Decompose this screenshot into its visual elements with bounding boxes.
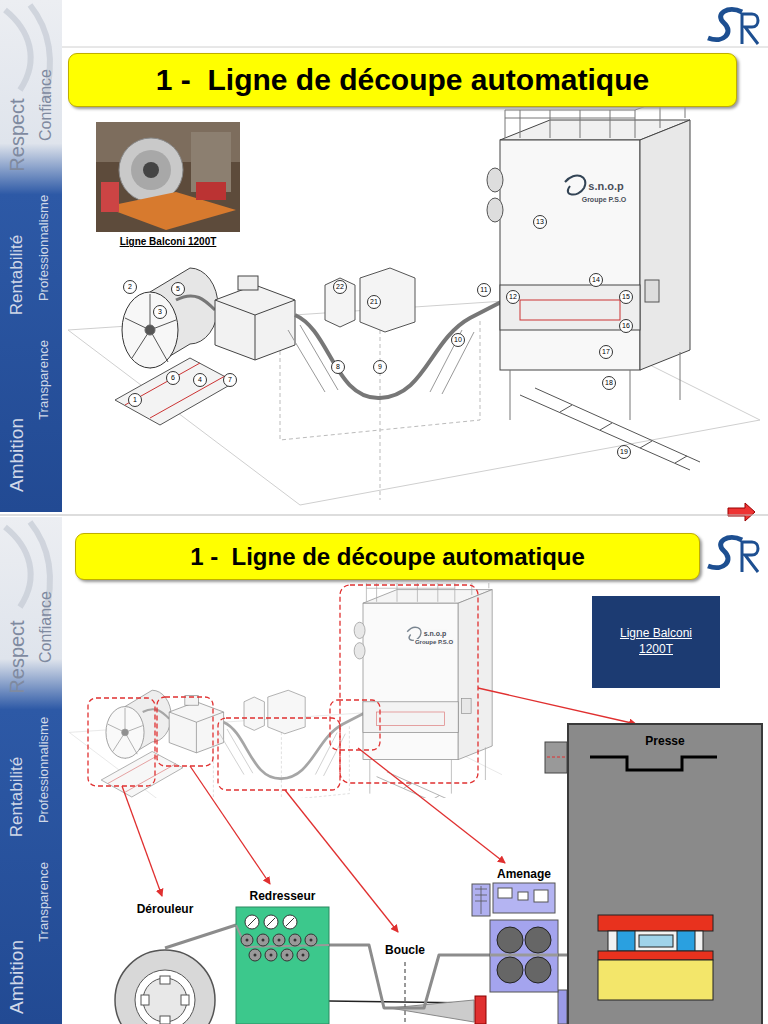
photo-frame: Ligne Balconi 1200T [96,122,240,232]
photo-caption: Ligne Balconi 1200T [120,236,217,247]
callout-number: 16 [619,319,633,333]
callout-number: 12 [506,290,520,304]
value-word: Respect [6,620,29,693]
callout-number: 2 [123,280,137,294]
callout-number: 22 [333,280,347,294]
value-word: Confiance [37,69,55,141]
straightener-label: Redresseur [249,889,315,903]
value-word: Respect [6,98,29,171]
value-word: Ambition [6,418,28,492]
value-word: Professionnalisme [36,717,51,823]
strip-path [165,925,236,948]
loop-label: Boucle [383,943,427,957]
callout-number: 11 [477,283,491,297]
press-box-art [567,723,763,1024]
title-text: 1 - Ligne de découpe automatique [190,543,585,571]
callout-number: 15 [619,290,633,304]
press-brand: s.n.o.p [423,630,448,637]
press-group: Groupe P.S.O [414,639,454,645]
feeder-box: Amenage [490,882,558,1000]
straightener-box-art [236,907,329,1024]
value-word: Professionnalisme [36,195,51,301]
callout-number: 13 [533,215,547,229]
press-label: Presse [645,734,684,748]
callout-number: 21 [367,295,381,309]
callout-number: 4 [193,373,207,387]
callout-number: 5 [171,282,185,296]
title-banner: 1 - Ligne de découpe automatique [68,53,737,107]
callout-number: 17 [599,345,613,359]
line-name: Ligne Balconi 1200T [602,626,710,657]
callout-number: 3 [153,305,167,319]
value-word: Transparence [36,340,51,420]
title-text: 1 - Ligne de découpe automatique [156,63,649,97]
callout-number: 7 [223,373,237,387]
value-word: Transparence [36,862,51,942]
title-banner: 1 - Ligne de découpe automatique [75,533,700,580]
feeder-box-art [490,882,558,1000]
strip-path [558,954,567,957]
press-box: Presse [567,723,763,1024]
callout-number: 14 [589,273,603,287]
straightener-box: Redresseur [236,907,329,1024]
callout-number: 1 [128,393,142,407]
callout-number: 10 [451,333,465,347]
press-group: Groupe P.S.O [581,196,628,203]
photo-frame-art [96,122,240,232]
feeder-label: Amenage [497,867,551,881]
callout-number: 8 [331,360,345,374]
callout-number: 19 [617,445,631,459]
decoiler-circle: Dérouleur [113,948,217,1024]
press-brand: s.n.o.p [587,180,624,192]
value-word: Rentabilité [7,235,27,315]
callout-number: 6 [166,371,180,385]
decoiler-label: Dérouleur [137,902,194,916]
decoiler-circle-art [113,948,217,1024]
callout-number: 18 [602,376,616,390]
callout-number: 9 [373,360,387,374]
value-word: Rentabilité [7,757,27,837]
value-word: Ambition [6,940,28,1014]
value-word: Confiance [37,591,55,663]
line-name-box: Ligne Balconi 1200T [592,596,720,688]
